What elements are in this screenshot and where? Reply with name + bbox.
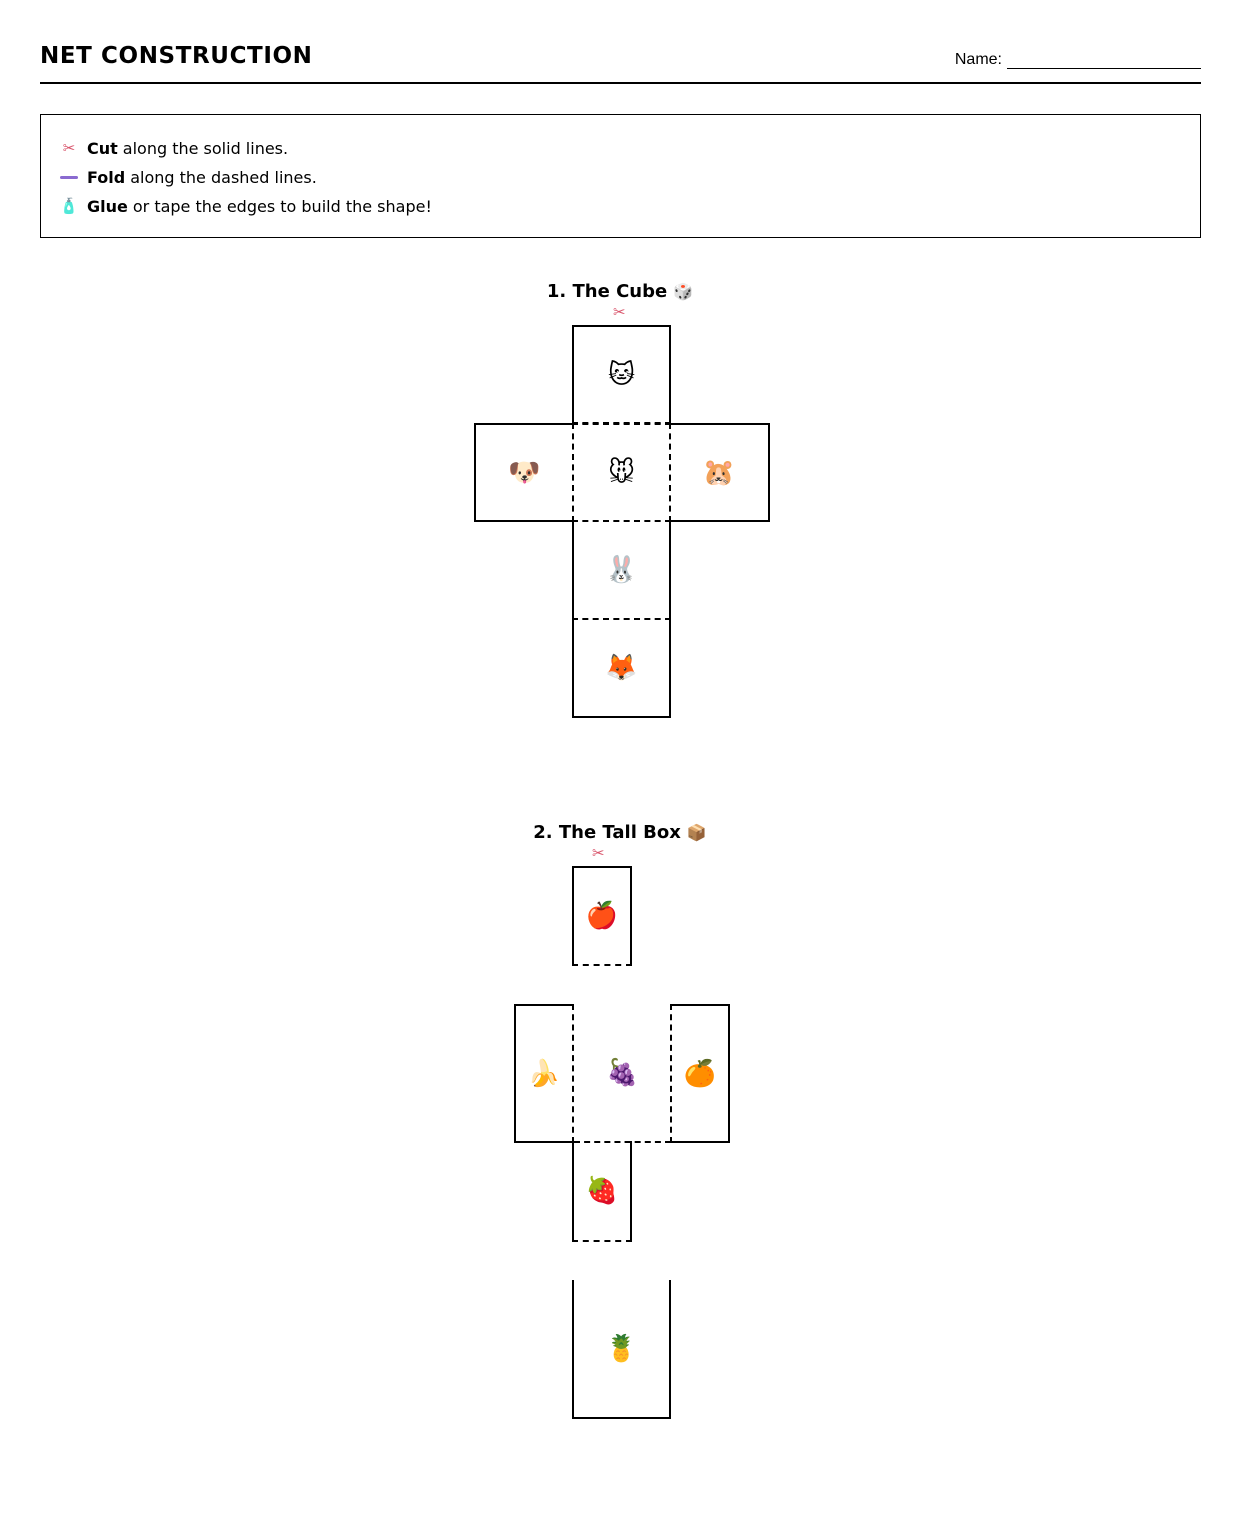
glue-bottle-icon: 🧴 [59,197,79,215]
name-field: Name: [955,51,1201,69]
cube-face-cat: 🐱 [572,325,671,424]
hamster-icon: 🐹 [702,457,736,488]
dog-icon: 🐶 [508,457,541,488]
pineapple-icon: 🍍 [605,1333,638,1364]
instruction-fold: Fold along the dashed lines. [59,165,317,189]
cube-face-fox: 🦊 [572,619,671,718]
instruction-glue: 🧴 Glue or tape the edges to build the sh… [59,194,432,218]
tall-box-title-text: 2. The Tall Box [533,822,681,843]
scissors-icon: ✂ [613,303,626,321]
worksheet-header: NET CONSTRUCTION Name: [40,40,1201,84]
scissors-icon: ✂ [592,844,605,862]
strawberry-icon: 🍓 [585,1175,619,1206]
cube-net-title: 1. The Cube 🎲 [470,281,770,302]
name-input-line[interactable] [1007,52,1201,69]
instruction-text: along the dashed lines. [130,167,317,187]
fold-line-icon [59,175,79,179]
box-face-grapes: 🍇 [574,1004,671,1143]
mouse-icon: 🐭 [607,457,636,488]
cube-title-text: 1. The Cube [546,281,668,302]
box-face-strawberry: 🍓 [572,1141,632,1242]
box-face-banana: 🍌 [514,1004,574,1143]
instruction-keyword: Fold [87,167,126,187]
grapes-icon: 🍇 [606,1057,639,1088]
cube-face-dog: 🐶 [474,423,573,522]
cube-face-hamster: 🐹 [670,423,770,522]
scissors-icon: ✂ [62,138,76,157]
cube-face-mouse: 🐭 [572,423,671,522]
box-face-apple: 🍎 [572,866,632,966]
orange-icon: 🍊 [683,1058,717,1089]
tall-box-net-title: 2. The Tall Box 📦 [470,822,770,843]
apple-icon: 🍎 [585,901,619,931]
banana-icon: 🍌 [527,1058,561,1089]
instruction-text: along the solid lines. [122,138,289,158]
cat-icon: 🐱 [607,359,636,390]
package-icon: 📦 [686,823,707,842]
fox-icon: 🦊 [605,652,638,683]
instruction-text: or tape the edges to build the shape! [132,196,432,216]
cube-face-rabbit: 🐰 [572,521,671,620]
name-label: Name: [954,51,1002,68]
page-title: NET CONSTRUCTION [40,43,313,69]
instructions-box: ✂ Cut along the solid lines. Fold along … [40,114,1201,238]
instruction-cut: ✂ Cut along the solid lines. [59,136,288,160]
box-face-pineapple: 🍍 [572,1280,671,1419]
die-icon: 🎲 [673,282,694,301]
instruction-keyword: Cut [87,138,118,158]
rabbit-icon: 🐰 [605,554,638,585]
box-face-orange: 🍊 [670,1004,730,1143]
instruction-keyword: Glue [87,196,128,216]
